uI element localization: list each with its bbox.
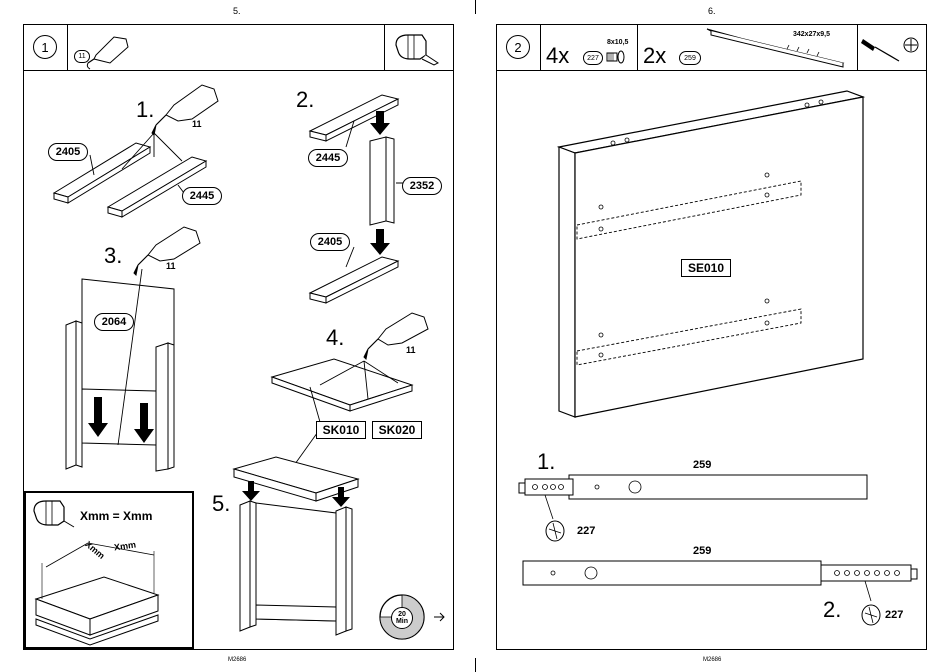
page-number-right: 6. [708, 6, 716, 16]
right-instruction-frame: 2 4x 227 8x10,5 2x 259 342x27x9,5 [496, 24, 927, 650]
slide-step-2-screw: 227 [885, 609, 903, 621]
timer-unit: Min [396, 618, 408, 625]
slide-step-2-label: 2. [823, 597, 841, 623]
page-number-left: 5. [233, 6, 241, 16]
left-instruction-frame: 1 11 1. 11 [23, 24, 454, 650]
page-footer-left: M2686 [228, 657, 246, 663]
slide-mounting-drawing-2 [497, 25, 928, 651]
timer-face: 20 Min [391, 607, 413, 629]
page-footer-right: M2686 [703, 657, 721, 663]
timer-icon [24, 25, 455, 651]
timer-value: 20 [398, 611, 406, 618]
